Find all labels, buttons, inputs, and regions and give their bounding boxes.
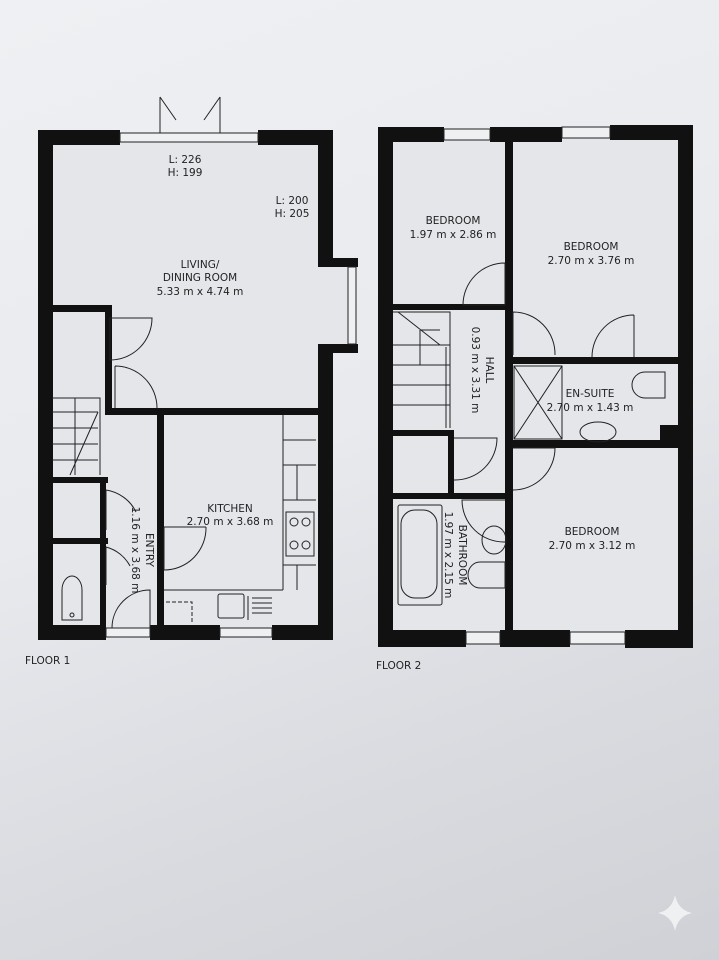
wall [378, 127, 393, 647]
window-top [119, 132, 259, 143]
floor-2-plan: BEDROOM 1.97 m x 2.86 m BEDROOM 2.70 m x… [376, 125, 693, 672]
wall [390, 304, 508, 310]
wall [38, 130, 120, 145]
door-swing [105, 489, 137, 530]
room-dimensions: 2.70 m x 3.76 m [548, 255, 635, 267]
wall [510, 440, 680, 448]
wall [610, 125, 693, 140]
room-dimensions: 2.70 m x 3.68 m [187, 516, 274, 528]
window-height-label: H: 199 [168, 167, 203, 179]
wall [100, 477, 106, 627]
toilet-icon [467, 561, 506, 589]
door-swing [114, 365, 158, 409]
wall [678, 125, 693, 648]
wall [660, 425, 680, 445]
wall [378, 127, 444, 142]
floor-1-interior [48, 140, 323, 630]
wall [38, 625, 106, 640]
basin-icon [579, 421, 617, 443]
wall [258, 130, 333, 145]
room-dimensions: 1.97 m x 2.86 m [410, 229, 497, 241]
room-dimensions: 0.93 m x 3.31 m [469, 327, 481, 414]
floor-label: FLOOR 1 [25, 655, 70, 667]
wall [505, 140, 513, 630]
toilet-icon [61, 575, 83, 621]
door-swing [453, 437, 498, 481]
wall [390, 493, 508, 499]
toilet-icon [631, 371, 666, 399]
room-name: BEDROOM [564, 241, 619, 253]
window [569, 631, 626, 645]
door-swing [462, 262, 506, 306]
wall [318, 258, 358, 267]
window [443, 128, 491, 141]
room-name: KITCHEN [207, 503, 253, 515]
room-name: LIVING/ [181, 259, 220, 271]
room-name: DINING ROOM [163, 272, 237, 284]
wall [318, 344, 358, 353]
hob-icon [285, 511, 315, 557]
room-dimensions: 2.70 m x 3.12 m [549, 540, 636, 552]
room-name: HALL [483, 357, 495, 384]
window-bay [347, 266, 357, 345]
door-swing [591, 314, 635, 358]
wall [390, 430, 450, 436]
wall [510, 357, 680, 364]
room-dimensions: 2.70 m x 1.43 m [547, 402, 634, 414]
door-swing [512, 311, 556, 356]
floor-label: FLOOR 2 [376, 660, 421, 672]
wall [48, 538, 108, 544]
kitchen-units [164, 415, 316, 591]
room-name: BATHROOM [456, 525, 468, 586]
window-length-label: L: 226 [169, 154, 202, 166]
wall [378, 630, 466, 647]
room-dimensions: 1.97 m x 2.15 m [442, 512, 454, 599]
window-height-label: H: 205 [275, 208, 310, 220]
room-name: EN-SUITE [566, 388, 615, 400]
floor-1-plan: L: 226 H: 199 L: 200 H: 205 LIVING/ DINI… [25, 96, 358, 667]
room-name: BEDROOM [565, 526, 620, 538]
window [465, 631, 501, 645]
window-kitchen [219, 627, 273, 638]
room-dimensions: 1.16 m x 3.68 m [129, 507, 141, 594]
basin-icon [481, 525, 507, 555]
sink-icon [166, 593, 272, 622]
staircase [393, 311, 451, 428]
staircase [52, 397, 101, 476]
front-door-threshold [105, 627, 151, 638]
wall [448, 430, 454, 498]
wall [48, 477, 108, 483]
door-swing [111, 589, 151, 629]
wall [150, 625, 220, 640]
window-length-label: L: 200 [276, 195, 309, 207]
wall [272, 625, 333, 640]
wall [38, 130, 53, 640]
door-swing [512, 447, 556, 491]
wall [318, 130, 333, 265]
door-swing [461, 499, 506, 543]
wall [105, 305, 112, 415]
wall [105, 408, 323, 415]
shower-icon [513, 365, 563, 440]
room-dimensions: 5.33 m x 4.74 m [157, 286, 244, 298]
bath-icon [397, 504, 443, 606]
door-swing [163, 526, 207, 571]
wall [157, 410, 164, 630]
door-swing [105, 546, 131, 585]
window [561, 126, 611, 139]
room-name: BEDROOM [426, 215, 481, 227]
wall [318, 344, 333, 640]
door-swing [109, 317, 153, 361]
wall [500, 630, 570, 647]
room-name: ENTRY [143, 533, 155, 568]
french-door [159, 96, 221, 133]
sparkle-icon [658, 895, 692, 931]
wall [48, 305, 110, 312]
wall [625, 630, 693, 648]
wall [490, 127, 562, 142]
